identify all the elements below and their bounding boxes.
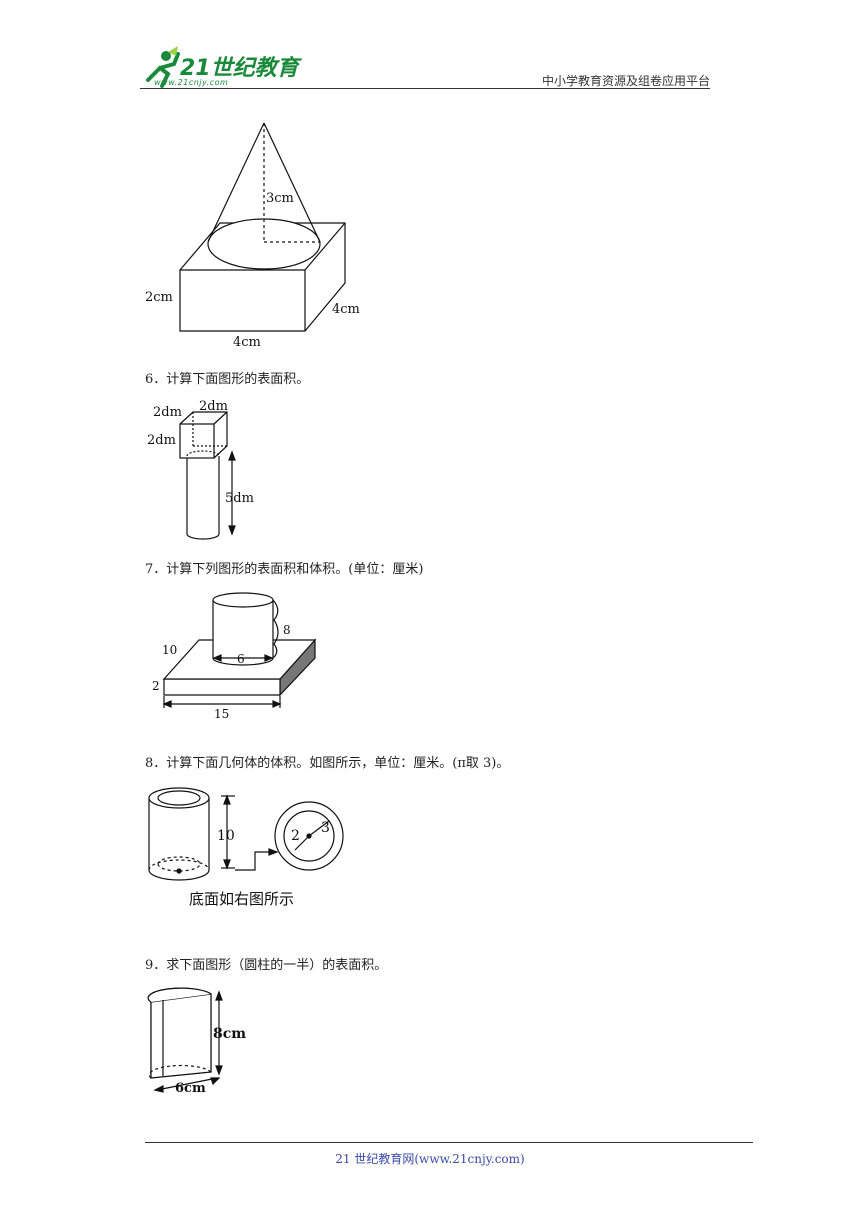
hollow-cylinder-figure: 10 2 3 底面如右图所示 <box>148 787 344 908</box>
slab-thickness-label: 2 <box>152 679 160 693</box>
question-8: 8．计算下面几何体的体积。如图所示，单位：厘米。(π取 3)。 <box>145 756 510 771</box>
cube-on-cylinder-figure: 2dm 2dm 2dm 5dm <box>147 399 254 540</box>
cylinder-on-slab-figure: 8 6 10 2 15 <box>152 592 317 721</box>
cone-height-label: 3cm <box>266 191 294 206</box>
question-7: 7．计算下列图形的表面积和体积。(单位：厘米) <box>145 562 424 577</box>
slab-depth-label: 10 <box>162 643 177 657</box>
site-logo: 21世纪教育 www.21cnjy.com <box>140 44 320 90</box>
cube-height-label: 2dm <box>147 433 176 448</box>
platform-label: 中小学教育资源及组卷应用平台 <box>541 74 710 88</box>
footer-divider <box>145 1142 753 1143</box>
figure-caption: 底面如右图所示 <box>189 890 294 908</box>
logo-url: www.21cnjy.com <box>154 78 229 87</box>
question-9: 9．求下面图形（圆柱的一半）的表面积。 <box>145 958 388 973</box>
outer-radius-label: 3 <box>321 820 330 836</box>
cube-length-label: 2dm <box>153 405 182 420</box>
runner-logo-icon <box>146 46 180 88</box>
cylinder-height-label: 5dm <box>225 491 254 506</box>
half-cylinder-figure: 8cm 6cm <box>147 987 246 1096</box>
cone-on-cuboid-figure: 3cm 2cm 4cm 4cm <box>145 122 360 350</box>
diameter-label: 6cm <box>175 1081 206 1096</box>
height-label: 10 <box>217 828 235 844</box>
cube-width-label: 2dm <box>199 399 228 414</box>
header-divider <box>140 88 710 89</box>
cylinder-height-label: 8 <box>283 623 291 637</box>
cuboid-width-label: 4cm <box>233 335 261 350</box>
slab-length-label: 15 <box>214 707 229 721</box>
cuboid-depth-label: 4cm <box>332 302 360 317</box>
question-6: 6．计算下面图形的表面积。 <box>145 372 310 387</box>
cuboid-height-label: 2cm <box>145 290 173 305</box>
height-label: 8cm <box>213 1026 246 1042</box>
inner-radius-label: 2 <box>291 828 300 844</box>
logo-name: 21世纪教育 <box>180 56 299 81</box>
cylinder-diameter-label: 6 <box>237 652 245 666</box>
footer-text[interactable]: 21 世纪教育网(www.21cnjy.com) <box>335 1152 525 1166</box>
